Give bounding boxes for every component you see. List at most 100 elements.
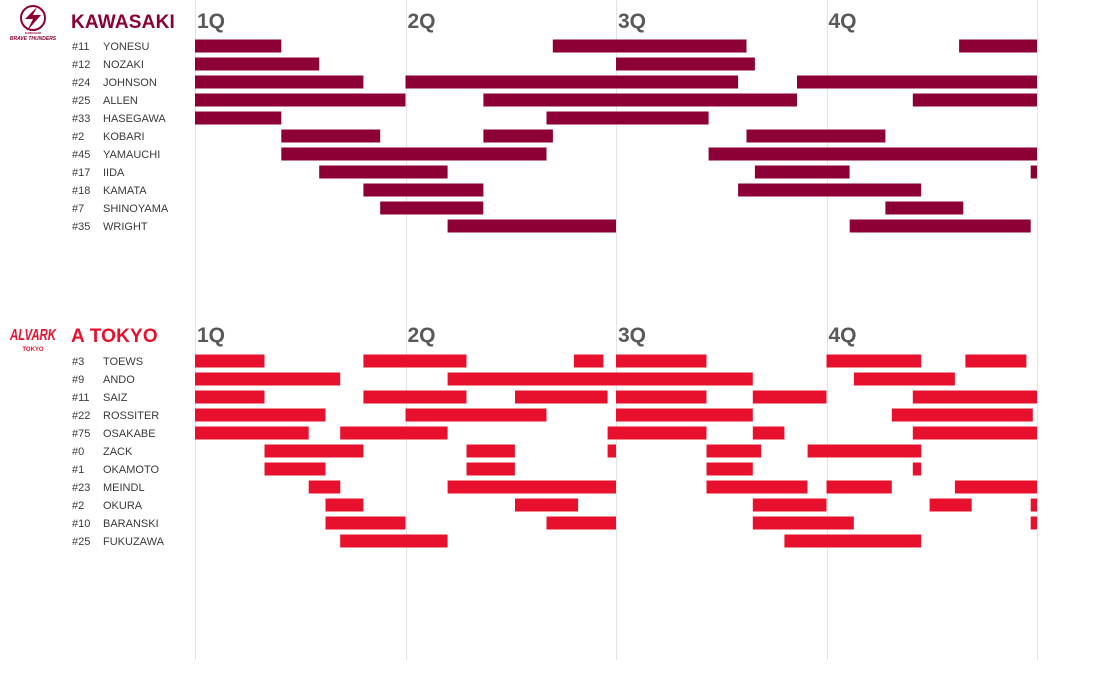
stint-bar: [325, 516, 406, 530]
player-name: SAIZ: [103, 392, 128, 404]
player-name: SHINOYAMA: [103, 203, 169, 215]
stint-bar: [616, 408, 753, 422]
stint-bar: [340, 426, 448, 440]
player-number: #17: [72, 167, 90, 179]
player-number: #25: [72, 95, 90, 107]
logo-bottom-text: BRAVE THUNDERS: [10, 36, 57, 42]
player-row: #11 SAIZ: [72, 390, 1037, 404]
player-number: #3: [72, 356, 84, 368]
player-row: #22 ROSSITER: [72, 408, 1033, 422]
player-name: ROSSITER: [103, 410, 159, 422]
stint-bar: [546, 111, 709, 125]
stint-bar: [807, 444, 922, 458]
player-name: IIDA: [103, 167, 125, 179]
stint-bar: [319, 165, 448, 179]
stint-bar: [573, 354, 604, 368]
stint-bar: [738, 183, 922, 197]
stint-bar: [447, 372, 753, 386]
player-row: #3 TOEWS: [72, 354, 1027, 368]
player-row: #45 YAMAUCHI: [72, 147, 1037, 161]
stint-bar: [195, 426, 309, 440]
stint-bar: [965, 354, 1027, 368]
stint-bar: [752, 390, 827, 404]
stint-bar: [784, 534, 922, 548]
stint-bar: [466, 444, 515, 458]
stint-bar: [754, 165, 850, 179]
quarter-gridlines: [195, 0, 1038, 660]
stint-bar: [546, 516, 616, 530]
stint-bar: [826, 480, 892, 494]
stint-bar: [616, 57, 755, 71]
player-name: JOHNSON: [103, 77, 157, 89]
stint-bar: [912, 390, 1037, 404]
stint-bar: [515, 390, 608, 404]
player-number: #11: [72, 392, 90, 404]
stint-bar: [195, 75, 364, 89]
player-number: #24: [72, 77, 90, 89]
player-number: #10: [72, 518, 90, 530]
stint-bar: [912, 462, 922, 476]
player-number: #35: [72, 221, 90, 233]
stint-bar: [853, 372, 955, 386]
player-name: OKURA: [103, 500, 143, 512]
stint-bar: [363, 390, 467, 404]
quarter-label-2Q: 2Q: [408, 324, 436, 347]
stint-bar: [380, 201, 484, 215]
stint-bar: [264, 462, 326, 476]
stint-bar: [929, 498, 972, 512]
player-number: #11: [72, 41, 90, 53]
stint-bar: [195, 57, 320, 71]
player-number: #45: [72, 149, 90, 161]
player-number: #33: [72, 113, 90, 125]
player-number: #25: [72, 536, 90, 548]
thunderbolt-circle-icon: [20, 5, 46, 31]
stint-bar: [447, 219, 616, 233]
stint-bar: [195, 39, 282, 53]
stint-bar: [1030, 516, 1037, 530]
stint-bar: [466, 462, 515, 476]
stint-bar: [195, 354, 265, 368]
stint-bar: [195, 408, 326, 422]
stint-bar: [752, 516, 854, 530]
player-number: #1: [72, 464, 84, 476]
stint-bar: [195, 372, 341, 386]
player-number: #12: [72, 59, 90, 71]
player-row: #11 YONESU: [72, 39, 1037, 53]
player-name: MEINDL: [103, 482, 145, 494]
player-row: #25 FUKUZAWA: [72, 534, 922, 548]
player-number: #22: [72, 410, 90, 422]
stint-bar: [447, 480, 616, 494]
stint-bar: [616, 390, 707, 404]
stint-bar: [706, 480, 808, 494]
player-name: OSAKABE: [103, 428, 156, 440]
stint-bar: [405, 75, 739, 89]
player-name: FUKUZAWA: [103, 536, 165, 548]
quarter-label-3Q: 3Q: [618, 10, 646, 33]
quarter-label-1Q: 1Q: [197, 10, 225, 33]
stint-bar: [891, 408, 1033, 422]
player-name: YONESU: [103, 41, 150, 53]
stint-bar: [281, 129, 381, 143]
stint-bar: [363, 354, 467, 368]
stint-bar: [826, 354, 922, 368]
player-row: #7 SHINOYAMA: [72, 201, 964, 215]
stint-bar: [281, 147, 547, 161]
player-number: #7: [72, 203, 84, 215]
player-name: KOBARI: [103, 131, 145, 143]
stint-bar: [752, 426, 785, 440]
stint-bar: [912, 93, 1037, 107]
player-number: #75: [72, 428, 90, 440]
player-name: TOEWS: [103, 356, 143, 368]
stint-bar: [195, 390, 265, 404]
player-name: YAMAUCHI: [103, 149, 160, 161]
stint-bar: [195, 111, 282, 125]
